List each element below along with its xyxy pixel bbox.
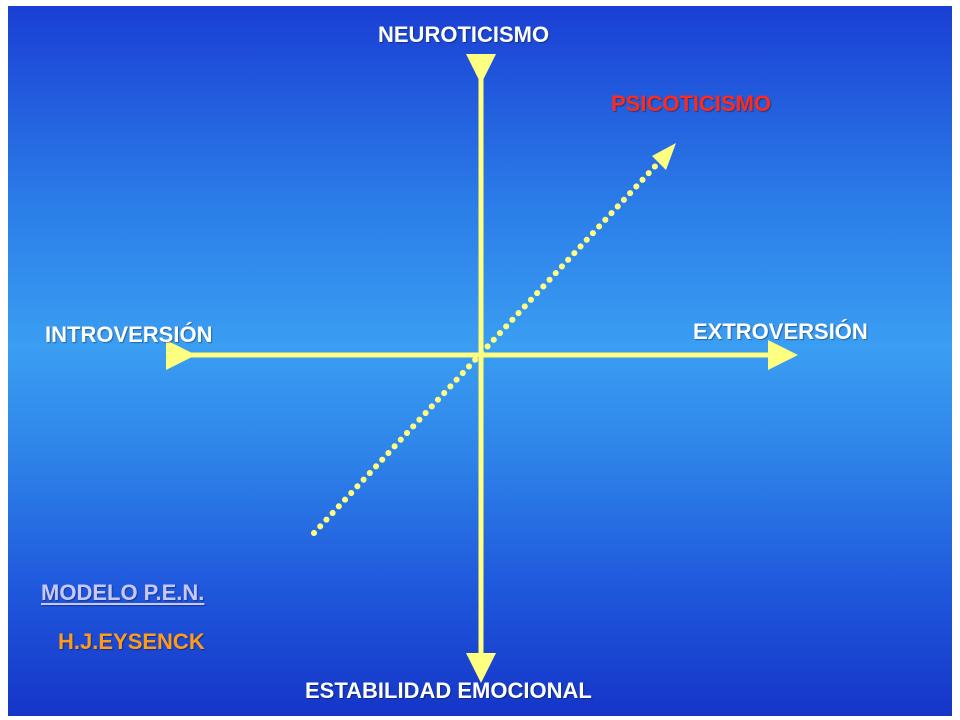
diagonal-arrowhead — [652, 143, 676, 170]
axis-label-introversion: INTROVERSIÓN — [45, 322, 213, 347]
slide-canvas: NEUROTICISMO ESTABILIDAD EMOCIONAL INTRO… — [8, 6, 952, 716]
author-name: H.J.EYSENCK — [58, 629, 205, 654]
axis-label-estabilidad-emocional: ESTABILIDAD EMOCIONAL — [305, 678, 592, 703]
model-title: MODELO P.E.N. — [41, 580, 205, 605]
diagonal-axis-dotted — [311, 158, 663, 536]
axis-label-neuroticismo: NEUROTICISMO — [378, 22, 550, 47]
axis-label-extroversion: EXTROVERSIÓN — [693, 319, 868, 344]
axis-label-psicoticismo: PSICOTICISMO — [611, 91, 772, 116]
pen-model-diagram — [166, 54, 798, 683]
